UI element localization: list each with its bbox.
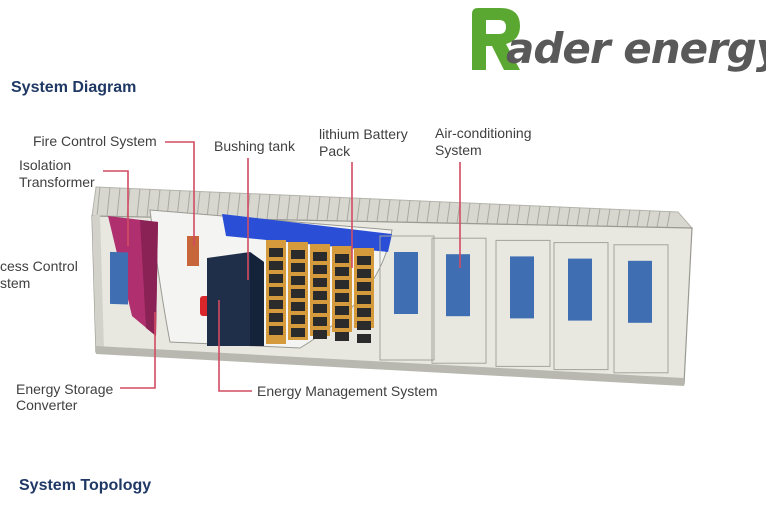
door-vent-panel — [510, 256, 534, 319]
left-vent-panel — [110, 251, 128, 305]
label-battery-2: Pack — [319, 143, 351, 159]
label-fire-control: Fire Control System — [33, 133, 157, 149]
label-ems: Energy Management System — [257, 383, 438, 399]
leader-lines — [103, 141, 461, 392]
door-vent-panel — [394, 252, 418, 314]
label-access-2: stem — [0, 275, 31, 291]
label-access-1: cess Control — [0, 258, 78, 274]
label-battery-1: lithium Battery — [319, 126, 408, 142]
battery-top — [222, 214, 392, 252]
battery-racks — [266, 240, 374, 344]
label-esc-2: Converter — [16, 397, 78, 413]
label-esc-1: Energy Storage — [16, 381, 114, 397]
logo-r-mark — [472, 8, 520, 70]
label-aircon-1: Air-conditioning — [435, 125, 532, 141]
label-bushing-tank: Bushing tank — [214, 138, 295, 154]
door-vent-panel — [446, 254, 470, 317]
door-vent-panel — [628, 260, 652, 323]
label-isolation-1: Isolation — [19, 157, 72, 173]
system-topology-heading: System Topology — [19, 477, 152, 494]
fire-control-box — [187, 236, 199, 266]
cutaway-interior — [108, 209, 393, 349]
label-isolation-2: Transformer — [19, 174, 95, 190]
door-panels — [379, 235, 669, 374]
ems-cabinet — [207, 252, 264, 346]
label-aircon-2: System — [435, 142, 482, 158]
logo-wordmark: ader energy — [506, 24, 766, 73]
door-vent-panel — [568, 258, 592, 321]
system-diagram-heading: System Diagram — [11, 79, 137, 96]
rader-energy-logo: ader energy — [466, 2, 766, 76]
